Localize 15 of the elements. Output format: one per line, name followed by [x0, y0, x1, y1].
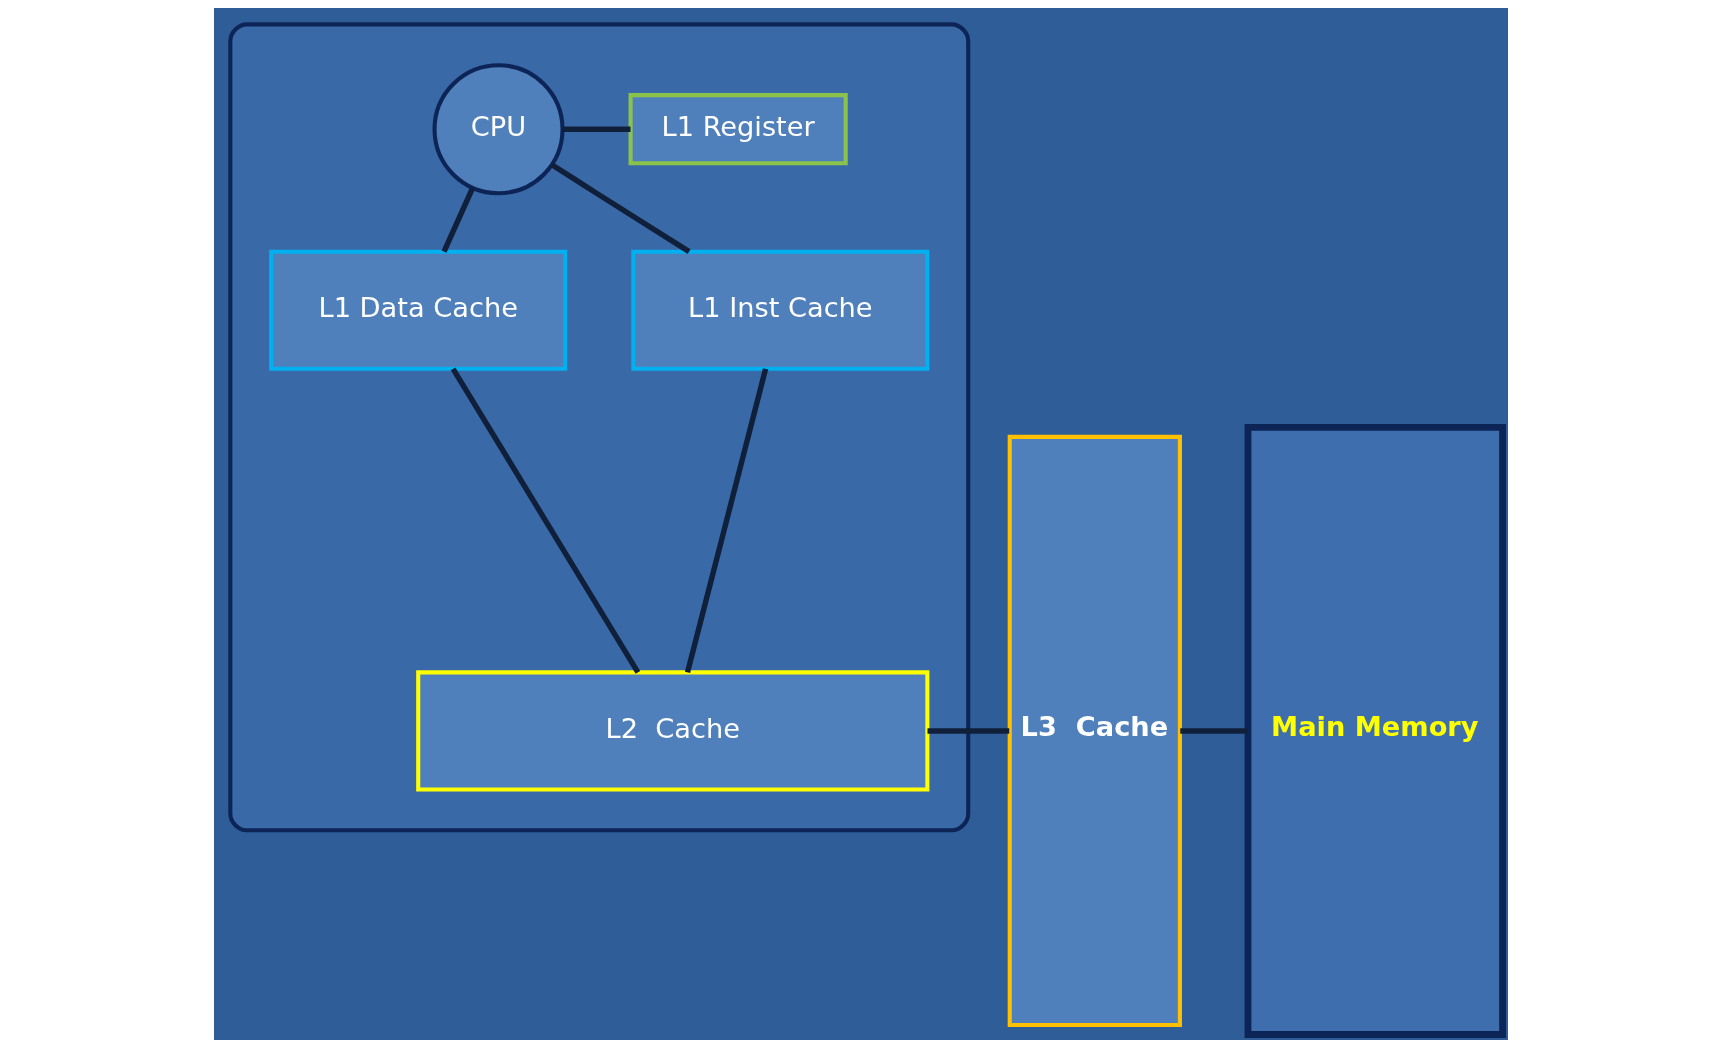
- node-box: Main Memory: [1244, 423, 1506, 1038]
- connector: [562, 126, 630, 132]
- node-box: L2 Cache: [415, 670, 929, 792]
- connector: [441, 186, 475, 253]
- connector: [1179, 728, 1248, 734]
- node-box: L1 Register: [628, 93, 848, 166]
- node-circle: CPU: [432, 63, 565, 196]
- node-box: L1 Data Cache: [268, 249, 567, 371]
- cluster: [227, 22, 970, 833]
- connector: [684, 368, 768, 674]
- node-box: L1 Inst Cache: [630, 249, 929, 371]
- connector: [450, 367, 640, 674]
- connector: [549, 162, 691, 254]
- node-box: L3 Cache: [1007, 434, 1182, 1028]
- connector: [927, 728, 1009, 734]
